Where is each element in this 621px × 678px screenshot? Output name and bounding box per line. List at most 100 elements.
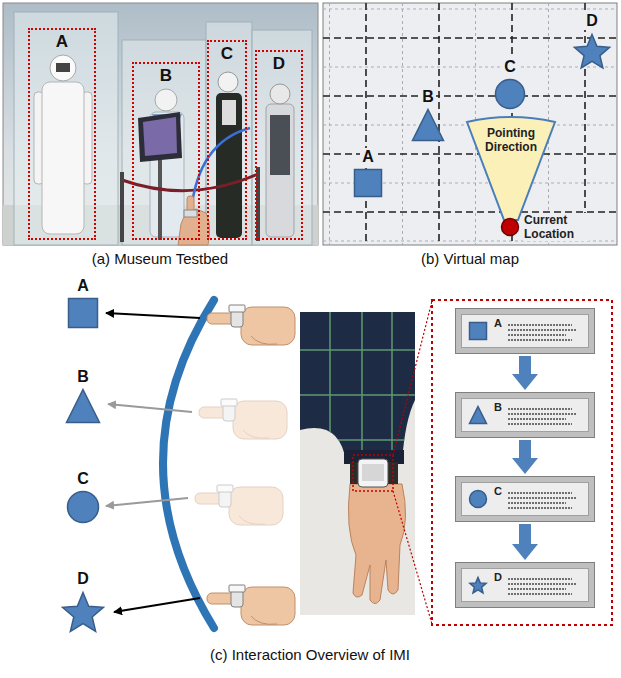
star-icon (60, 590, 106, 636)
grid-line (323, 9, 617, 10)
map-grid-fine (323, 3, 617, 245)
square-icon (353, 168, 383, 198)
star-symbol (470, 578, 486, 593)
plaid-line (300, 349, 415, 351)
star-symbol (574, 35, 609, 68)
ring-device (184, 210, 197, 217)
panel-caption: (a) Museum Testbed (0, 250, 320, 267)
screen-text-lines (506, 487, 576, 511)
screen-text-lines (506, 319, 576, 343)
text-line (508, 578, 572, 580)
text-line (508, 588, 566, 590)
screen-display: B (461, 398, 589, 432)
circle-symbol (470, 491, 487, 508)
text-line (508, 423, 572, 425)
current-location: Current Location (500, 213, 589, 241)
circle-symbol (68, 492, 99, 523)
circle-icon (494, 78, 526, 110)
exhibit-letter: A (77, 277, 89, 295)
text-line (508, 329, 576, 331)
grid-line (323, 37, 617, 39)
glass-case (122, 40, 206, 245)
mannequin-visor (56, 63, 70, 72)
screen-sequence-frame (432, 300, 612, 625)
exhibit-frame: A (28, 28, 96, 240)
panel-caption: (b) Virtual map (310, 250, 621, 267)
mannequin-head (155, 89, 177, 111)
exhibit-letter: C (221, 44, 233, 63)
cone-label: Pointing Direction (480, 126, 542, 154)
exhibit-frame: B (132, 62, 200, 240)
grid-line (438, 3, 440, 245)
glass-case (206, 22, 252, 245)
screen-icon (468, 321, 488, 341)
text-line (508, 507, 572, 509)
star-symbol (63, 593, 104, 632)
smart-watch (358, 459, 388, 487)
block-arrow (519, 356, 531, 374)
pointing-arrow (106, 313, 200, 318)
pointing-arrow (106, 498, 188, 506)
text-line (508, 583, 576, 585)
grid-line (329, 3, 330, 245)
exhibit-letter: A (56, 32, 68, 51)
pointing-arrow (114, 598, 200, 612)
mannequin-head (218, 72, 238, 92)
grid-line (323, 95, 617, 97)
plaid-line (300, 439, 415, 441)
square-symbol (470, 323, 487, 340)
triangle-icon (411, 108, 445, 142)
gesture-arc (163, 300, 214, 628)
exhibit-letter: B (77, 368, 89, 386)
target-exhibit: A (61, 277, 105, 329)
screen-display: A (461, 314, 589, 348)
screen-text-lines (506, 403, 576, 427)
kiosk-display (143, 117, 177, 156)
ring-hand (207, 305, 295, 345)
screen-icon (468, 575, 488, 595)
shirt-plaid (300, 312, 415, 462)
location-marker (502, 219, 519, 236)
watch-screen: A (455, 308, 595, 354)
text-line (508, 324, 572, 326)
square-symbol (69, 299, 98, 328)
watch-band (350, 462, 398, 484)
ring-hand-faded (195, 485, 283, 525)
cone-shape (467, 117, 555, 220)
text-line (508, 497, 576, 499)
exhibit-letter: D (273, 54, 285, 73)
star-icon (572, 32, 612, 72)
circle-icon (66, 490, 100, 524)
screen-display: C (461, 482, 589, 516)
watch-screen: C (455, 476, 595, 522)
exhibit-frame: C (207, 40, 247, 240)
exhibit-letter: C (502, 58, 518, 76)
target-exhibit: B (59, 368, 107, 424)
square-symbol (355, 170, 382, 197)
watch-screen: B (455, 392, 595, 438)
arm-photo-ground (300, 312, 415, 615)
shirt-sleeve (300, 312, 415, 462)
map-grid-major (323, 3, 617, 245)
target-exhibit: C (60, 470, 106, 524)
watch-highlight (353, 455, 393, 491)
text-line (508, 502, 566, 504)
ring-hand (207, 585, 295, 625)
text-line (508, 413, 576, 415)
plaid-line (300, 394, 415, 396)
location-label: Current Location (523, 213, 589, 241)
exhibit-letter: A (360, 148, 376, 166)
text-line (508, 408, 572, 410)
location-dot (500, 217, 520, 237)
ring-hand-faded (199, 399, 287, 439)
zoom-line (393, 301, 432, 455)
map-exhibit: A (347, 148, 389, 198)
screen-title: D (494, 571, 502, 583)
screen-title: B (494, 401, 502, 413)
text-line (508, 492, 572, 494)
block-arrow (519, 524, 531, 544)
map-exhibit: D (566, 12, 618, 72)
triangle-symbol (470, 407, 487, 424)
grid-line (584, 3, 586, 245)
